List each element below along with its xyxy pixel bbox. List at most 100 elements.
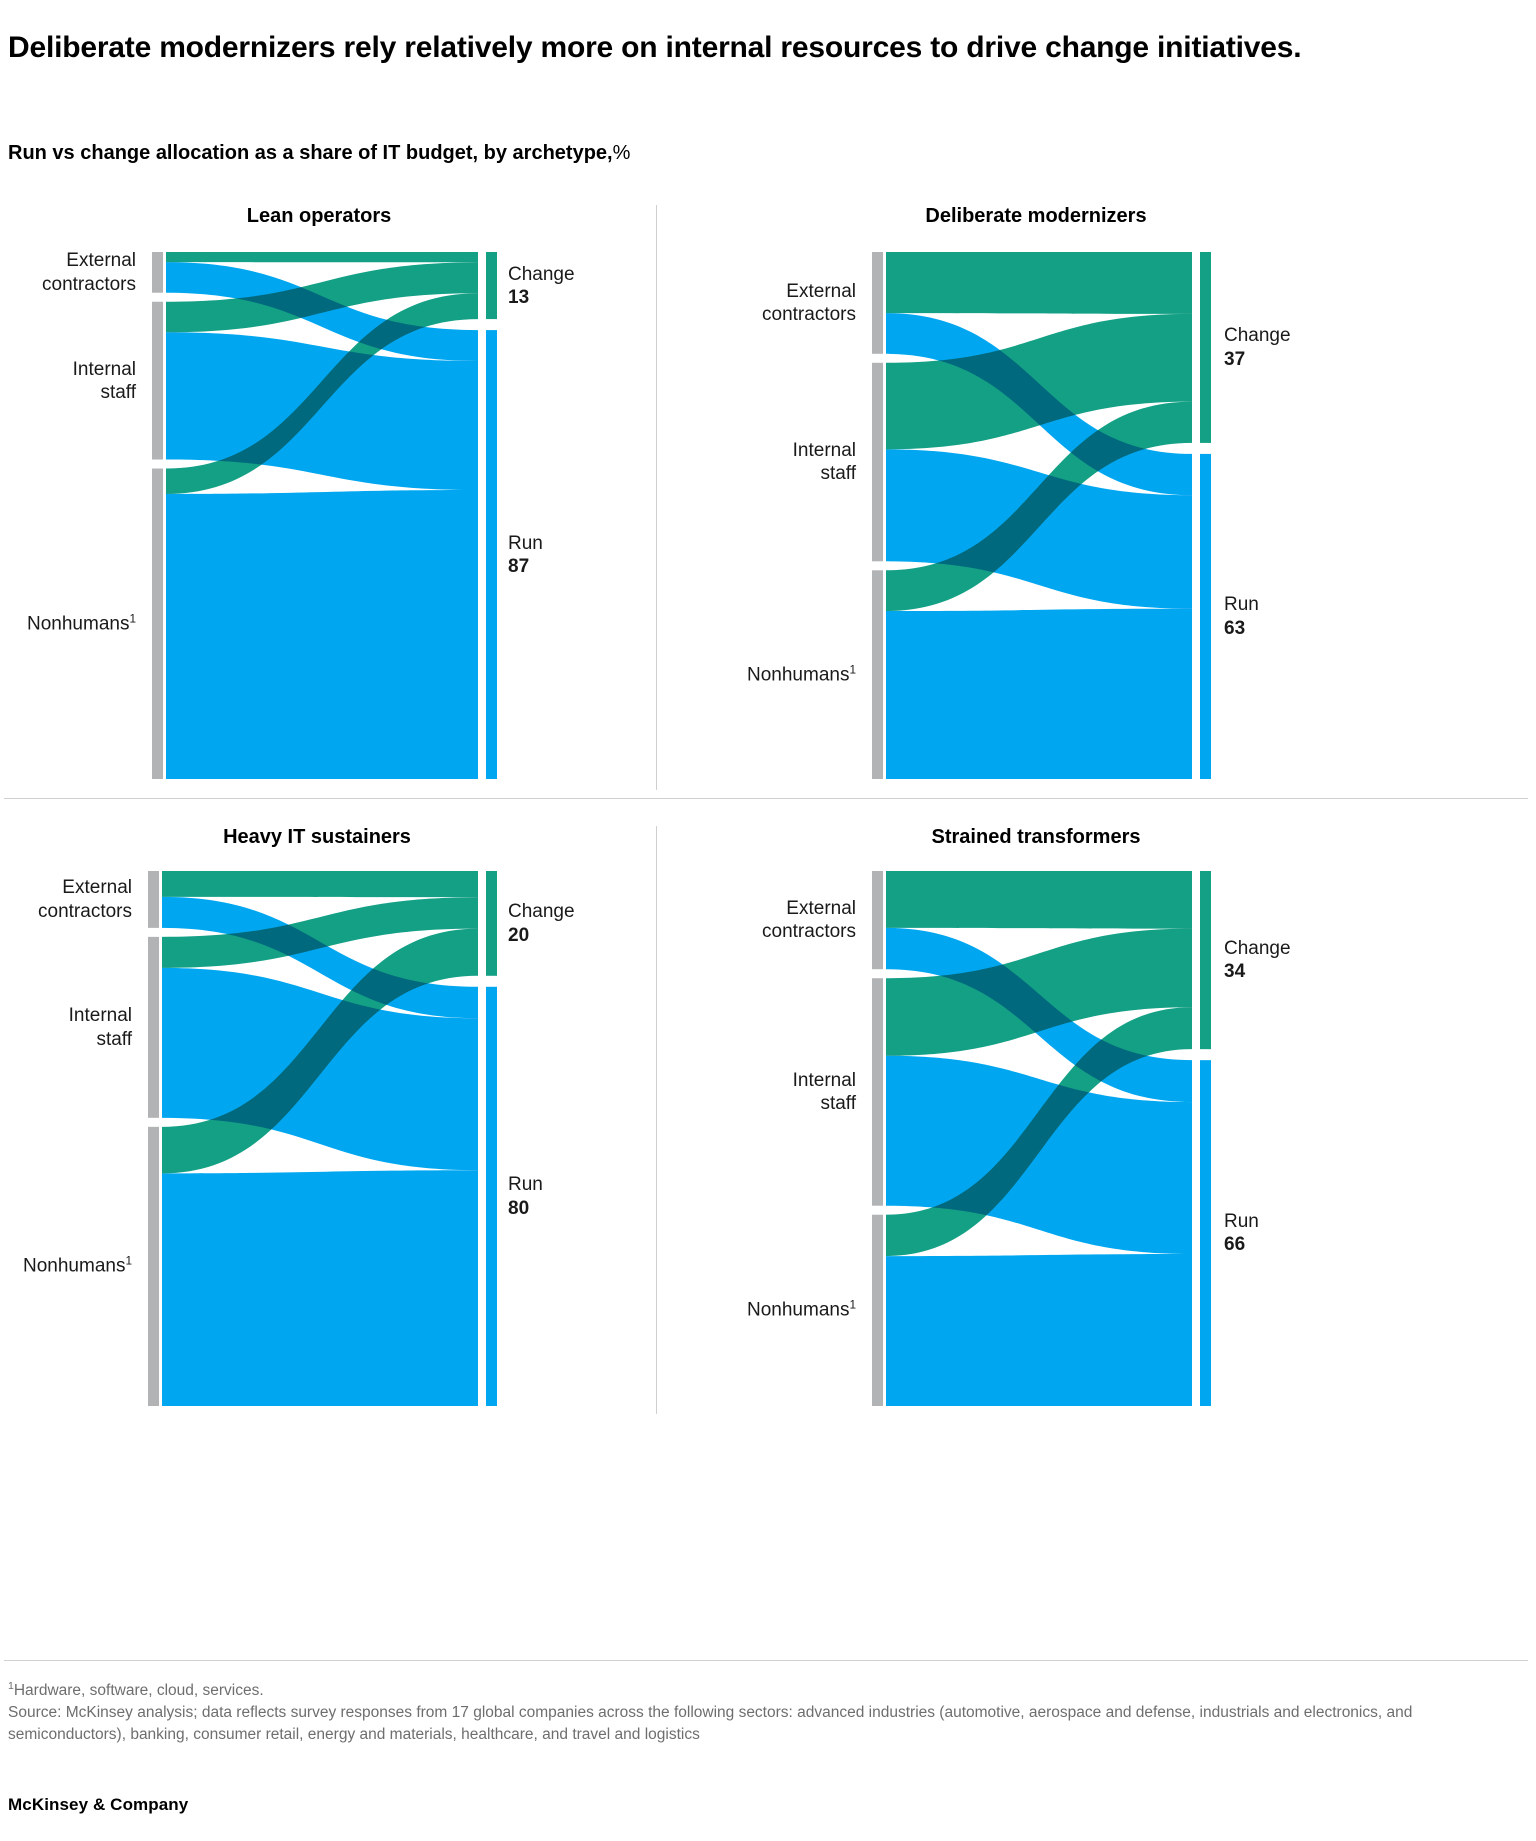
source-node-label-nonhumans: Nonhumans1 <box>0 612 136 636</box>
sankey-target-node-change <box>486 252 497 320</box>
panel-title: Heavy IT sustainers <box>223 826 411 848</box>
sankey-source-node <box>152 468 163 779</box>
sankey-flow <box>162 928 478 1174</box>
sankey-source-node <box>148 1126 159 1406</box>
target-label-name: Run <box>508 532 543 554</box>
sankey-target-node-run <box>1200 1060 1211 1406</box>
target-label-name: Change <box>1224 937 1291 959</box>
sankey-flow <box>166 490 478 779</box>
target-label-value: 87 <box>508 555 530 577</box>
label-line-2: staff <box>820 463 856 485</box>
footnote-1-text: Hardware, software, cloud, services. <box>13 1682 264 1700</box>
sankey-source-node <box>872 362 883 562</box>
panel-title: Strained transformers <box>931 826 1141 848</box>
sankey-diagram <box>872 871 1215 1410</box>
subtitle-text: Run vs change allocation as a share of I… <box>8 142 613 164</box>
target-label-value: 66 <box>1224 1234 1246 1256</box>
panel-title: Deliberate modernizers <box>925 205 1147 227</box>
footnote-marker: 1 <box>849 662 856 676</box>
label-line-1: Internal <box>68 1005 132 1027</box>
sankey-flow <box>166 262 478 333</box>
source-node-label-nonhumans: Nonhumans1 <box>660 1299 856 1323</box>
sankey-flow <box>886 313 1192 450</box>
panel-title: Lean operators <box>246 205 392 227</box>
divider-vertical-top <box>656 205 657 790</box>
target-label-name: Run <box>1224 1210 1259 1232</box>
target-label-value: 13 <box>508 286 530 308</box>
label-line-1: Nonhumans <box>747 664 850 686</box>
headline: Deliberate modernizers rely relatively m… <box>8 31 1302 65</box>
label-line-1: Internal <box>72 358 136 380</box>
sankey-flow <box>886 1254 1192 1406</box>
footnote-marker: 1 <box>8 1680 14 1692</box>
label-line-2: contractors <box>762 921 856 943</box>
sankey-target-node-run <box>486 330 497 779</box>
target-label-name: Change <box>508 901 575 923</box>
target-label-value: 37 <box>1224 348 1246 370</box>
label-line-1: External <box>62 877 132 899</box>
sankey-source-node <box>872 1214 883 1406</box>
sankey-target-node-run <box>1200 453 1211 779</box>
sankey-target-node-change <box>1200 871 1211 1050</box>
label-line-1: Nonhumans <box>23 1255 126 1277</box>
sankey-target-node-change <box>1200 252 1211 443</box>
label-line-2: staff <box>100 381 136 403</box>
subtitle-unit: % <box>612 142 631 164</box>
sankey-source-node <box>148 936 159 1118</box>
sankey-flow <box>886 608 1192 779</box>
label-line-1: External <box>786 897 856 919</box>
mckinsey-logo: McKinsey & Company <box>8 1795 189 1814</box>
sankey-diagram <box>152 252 501 783</box>
target-label-value: 20 <box>508 924 530 946</box>
source-note: Source: McKinsey analysis; data reflects… <box>8 1704 1413 1744</box>
label-line-2: contractors <box>38 900 132 922</box>
sankey-flow <box>886 252 1192 314</box>
sankey-source-node <box>872 570 883 779</box>
sankey-flow <box>162 897 478 968</box>
sankey-source-node <box>872 871 883 970</box>
source-node-label-nonhumans: Nonhumans1 <box>660 663 856 687</box>
target-label-name: Change <box>1224 325 1291 347</box>
footnotes: 1Hardware, software, cloud, services. So… <box>8 1679 1513 1746</box>
label-line-2: contractors <box>42 273 136 295</box>
sankey-diagram <box>872 252 1215 783</box>
sankey-source-node <box>872 978 883 1206</box>
target-label-name: Change <box>508 263 575 285</box>
divider-footnotes <box>4 1660 1528 1661</box>
sankey-flow <box>162 1170 478 1406</box>
sankey-source-node <box>872 252 883 354</box>
footnote-1: 1Hardware, software, cloud, services. <box>8 1679 1513 1702</box>
target-label-value: 80 <box>508 1197 530 1219</box>
sankey-flow <box>886 1007 1192 1257</box>
target-label-name: Run <box>508 1174 543 1196</box>
label-line-1: Internal <box>792 1069 856 1091</box>
label-line-2: staff <box>96 1028 132 1050</box>
label-line-2: contractors <box>762 303 856 325</box>
sankey-diagram <box>148 871 501 1410</box>
footnote-marker: 1 <box>129 612 136 625</box>
label-line-1: External <box>66 250 136 272</box>
sankey-source-node <box>152 301 163 460</box>
divider-vertical-bottom <box>656 826 657 1414</box>
target-label-value: 34 <box>1224 961 1246 983</box>
sankey-target-node-change <box>486 871 497 976</box>
sankey-flow <box>886 871 1192 929</box>
divider-horizontal <box>4 798 1528 799</box>
sankey-target-node-run <box>486 986 497 1406</box>
